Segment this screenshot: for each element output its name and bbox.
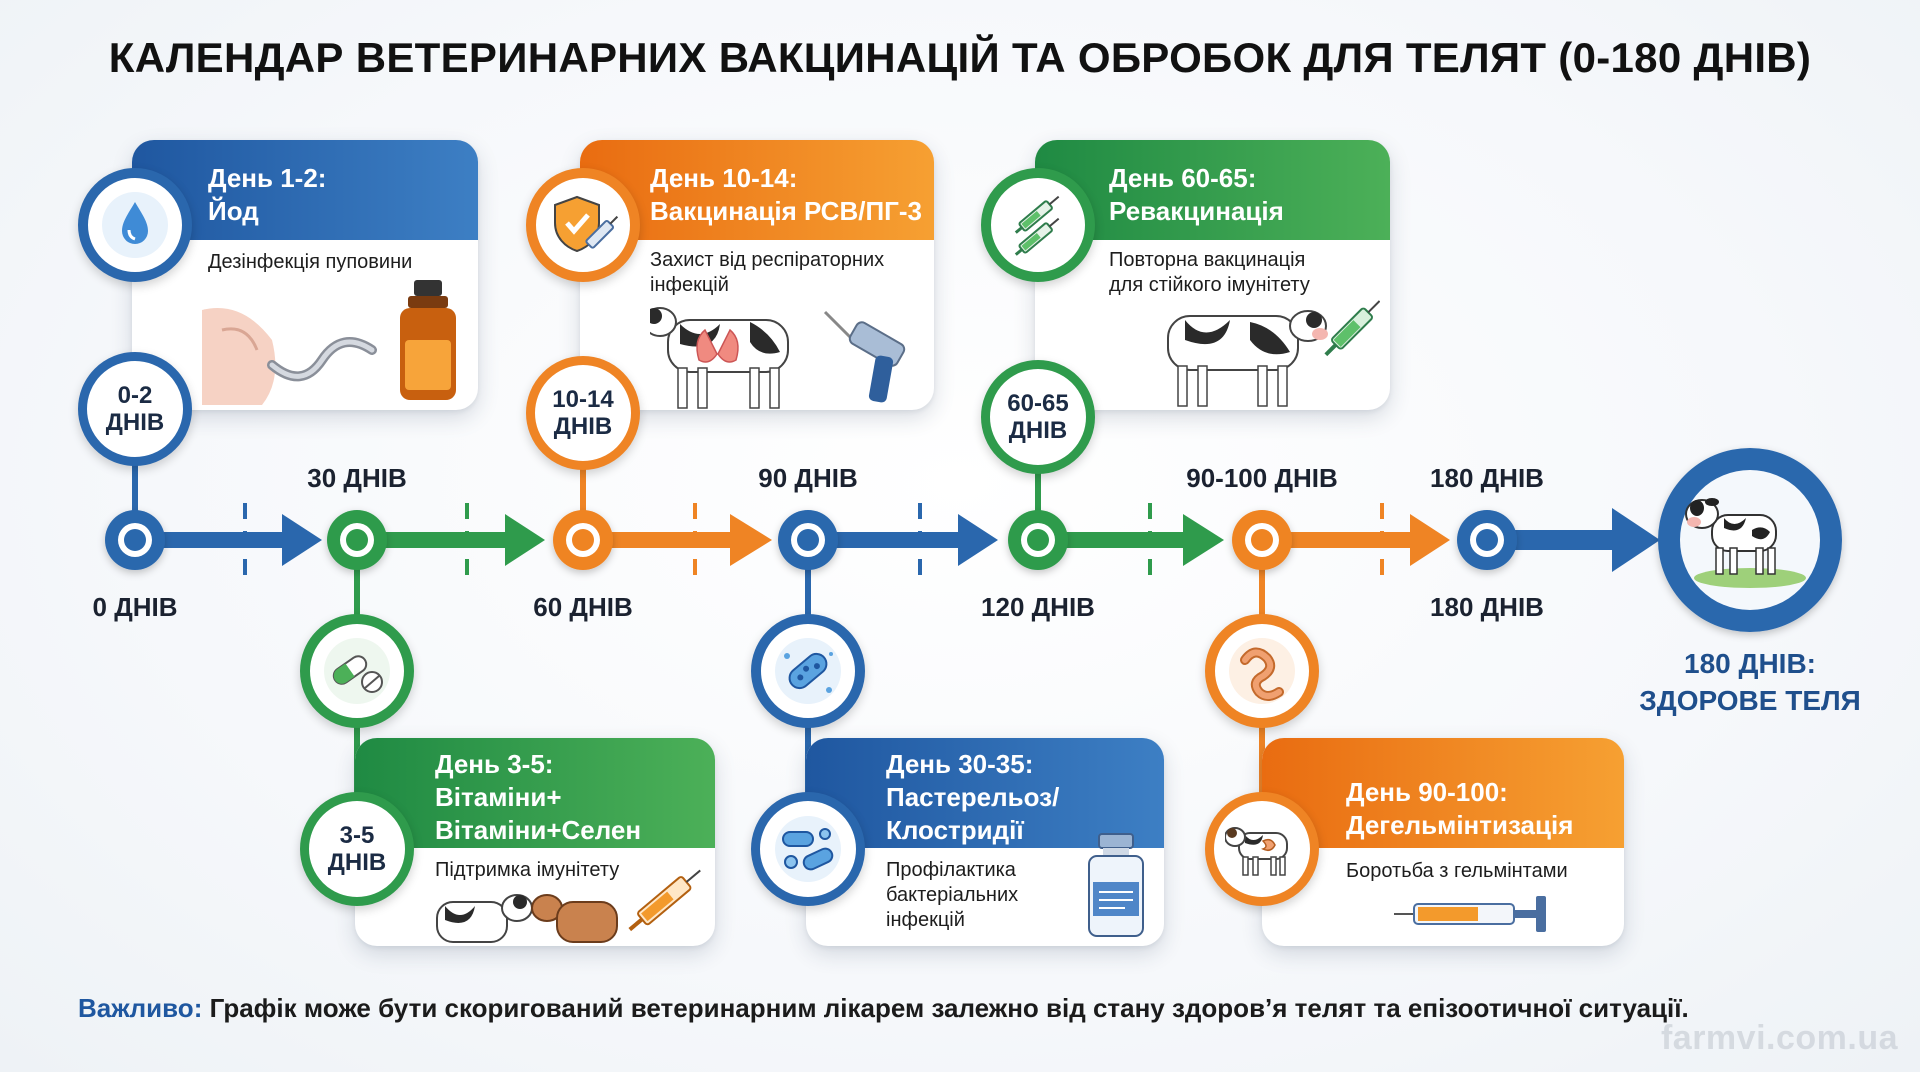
timeline-label-90-100: 90-100 ДНІВ (1186, 463, 1338, 493)
calf-lungs-vaccine-gun-illustration (650, 307, 906, 409)
timeline-label-120: 120 ДНІВ (981, 592, 1095, 622)
timeline-nodes (105, 510, 1517, 570)
day-badge-0-2: 0-2 ДНІВ (78, 352, 192, 466)
card-title: День 90-100: (1346, 777, 1508, 807)
card-header: День 90-100: Дегельмінтизація (1262, 738, 1624, 848)
navel-iodine-illustration (202, 280, 456, 405)
calves-syringe-illustration (436, 869, 701, 943)
bacteria-icon (751, 614, 865, 728)
event-card-vitamins: День 3-5: Вітаміни+ Вітаміни+Селен Підтр… (355, 738, 715, 946)
important-note: Важливо: Графік може бути скоригований в… (78, 993, 1689, 1024)
day-badge-10-14: 10-14 ДНІВ (526, 356, 640, 470)
page-title: КАЛЕНДАР ВЕТЕРИНАРНИХ ВАКЦИНАЦІЙ ТА ОБРО… (108, 34, 1812, 81)
note-lead: Важливо: (78, 993, 203, 1023)
final-outcome-day: 180 ДНІВ: (1684, 648, 1816, 679)
timeline-label-30: 30 ДНІВ (307, 463, 407, 493)
event-card-revaccination: День 60-65: Ревакцинація Повторна вакцин… (1035, 140, 1390, 410)
bacteria-cluster-icon (751, 792, 865, 906)
card-subtitle: Вітаміни+ (435, 782, 562, 812)
day-badge-unit: ДНІВ (327, 849, 387, 876)
timeline-label-60: 60 ДНІВ (533, 592, 633, 622)
timeline-label-90: 90 ДНІВ (758, 463, 858, 493)
day-badge-unit: ДНІВ (553, 413, 613, 440)
card-description: Дезінфекція пуповини (208, 251, 413, 273)
event-card-pasteurellosis: День 30-35: Пастерельоз/ Клостридії Проф… (806, 738, 1164, 946)
card-header: День 60-65: Ревакцинація (1035, 140, 1390, 240)
card-title: День 30-35: (886, 749, 1034, 779)
card-subtitle: Пастерельоз/ (886, 782, 1060, 812)
card-title: День 10-14: (650, 163, 798, 193)
worm-icon (1205, 614, 1319, 728)
card-description: Боротьба з гельмінтами (1346, 860, 1568, 882)
event-card-deworming: День 90-100: Дегельмінтизація Боротьба з… (1262, 738, 1624, 946)
card-title: День 1-2: (208, 163, 327, 193)
note-text: Графік може бути скоригований ветеринарн… (202, 993, 1689, 1023)
card-description: Повторна вакцинація для стійкого імуніте… (1109, 249, 1310, 296)
day-badge-range: 3-5 (339, 822, 375, 849)
healthy-calf-icon (1658, 448, 1842, 632)
card-title: День 60-65: (1109, 163, 1257, 193)
card-description: Захист від респіраторних інфекцій (650, 249, 885, 296)
timeline-label-180-bottom: 180 ДНІВ (1430, 592, 1544, 622)
final-outcome-text: ЗДОРОВЕ ТЕЛЯ (1639, 685, 1861, 716)
card-description: Профілактика бактеріальних інфекцій (886, 859, 1019, 931)
card-header: День 30-35: Пастерельоз/ Клостридії (806, 738, 1164, 848)
card-subtitle: Йод (208, 196, 259, 226)
day-badge-3-5: 3-5 ДНІВ (300, 792, 414, 906)
card-title: День 3-5: (435, 749, 554, 779)
card-header: День 3-5: Вітаміни+ Вітаміни+Селен (355, 738, 715, 848)
cow-intestine-icon (1205, 792, 1319, 906)
card-subtitle-2: Вітаміни+Селен (435, 815, 642, 845)
day-badge-60-65: 60-65 ДНІВ (981, 360, 1095, 474)
card-description: Підтримка імунітету (435, 859, 620, 881)
pills-icon (300, 614, 414, 728)
card-subtitle: Дегельмінтизація (1346, 810, 1574, 840)
dewormer-syringe-icon (1394, 896, 1546, 932)
timeline-ticks (243, 503, 1384, 578)
two-syringes-icon (981, 168, 1095, 282)
timeline-label-0: 0 ДНІВ (92, 592, 178, 622)
day-badge-range: 0-2 (117, 382, 153, 409)
day-badge-range: 60-65 (1007, 390, 1069, 417)
day-badge-unit: ДНІВ (105, 409, 165, 436)
card-subtitle: Ревакцинація (1109, 196, 1284, 226)
vaccine-vial-icon (1088, 833, 1144, 937)
event-card-rsv: День 10-14: Вакцинація РСВ/ПГ-3 Захист в… (580, 140, 934, 410)
timeline-label-180-top: 180 ДНІВ (1430, 463, 1544, 493)
card-subtitle: Вакцинація РСВ/ПГ-3 (650, 196, 922, 226)
timeline-arrows (135, 508, 1660, 572)
cow-syringe-illustration (1167, 300, 1380, 407)
shield-syringe-icon (526, 168, 640, 282)
watermark: farmvi.com.ua (1660, 1019, 1898, 1057)
day-badge-range: 10-14 (552, 386, 614, 413)
final-outcome-label: 180 ДНІВ: ЗДОРОВЕ ТЕЛЯ (1630, 645, 1870, 719)
card-subtitle-2: Клостридії (886, 815, 1024, 845)
event-card-iodine: День 1-2: Йод Дезінфекція пуповини (132, 140, 478, 410)
water-drop-icon (78, 168, 192, 282)
day-badge-unit: ДНІВ (1008, 417, 1068, 444)
